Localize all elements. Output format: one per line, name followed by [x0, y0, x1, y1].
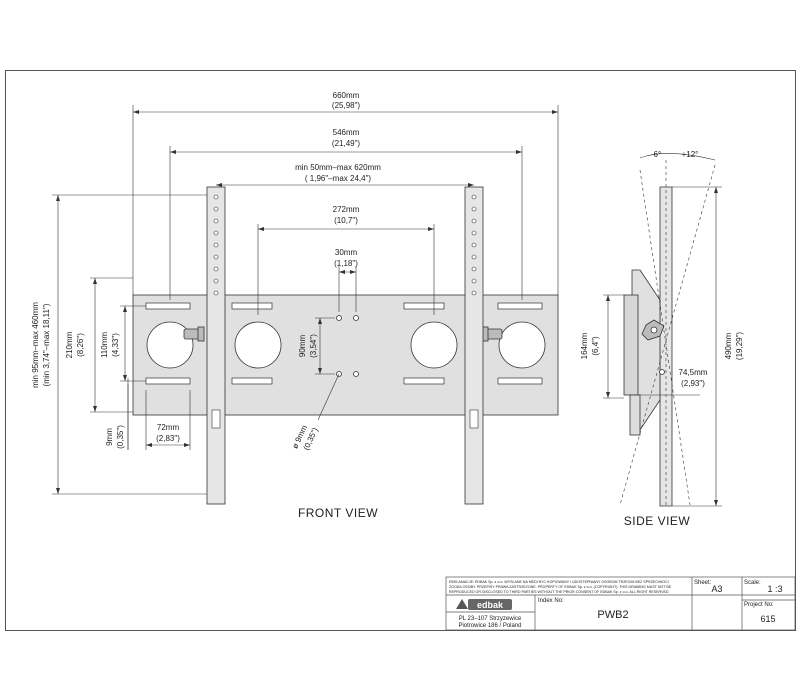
sheet-border [5, 70, 796, 631]
dim-height-in: (min 3,74"–max 18,11") [42, 303, 51, 386]
legal-line-1: REKLAMACJE: EDBAK Sp. z o.o. WYSLANE NA … [449, 580, 669, 584]
side-view [603, 153, 722, 507]
side-dimension-lines [603, 186, 722, 507]
right-vertical-arm [464, 186, 484, 505]
edbak-logo-mark [456, 599, 468, 609]
logo-text: edbak [477, 600, 504, 610]
dim-height: min 95mm–max 460mm [31, 302, 40, 388]
tilt-angle-guides [619, 160, 716, 506]
circular-cutouts [146, 321, 546, 369]
locking-knobs [183, 326, 503, 342]
front-dimension-ticks [56, 110, 558, 494]
project-label: Project No: [744, 602, 774, 608]
side-dimension-ticks [606, 187, 718, 506]
dim-72: 72mm [157, 423, 180, 432]
sheet-value: A3 [711, 584, 722, 594]
dim-210-in: (8,26") [76, 333, 85, 357]
sheet-label: Sheet: [694, 580, 712, 586]
angle-plus: +12° [682, 150, 699, 159]
dim-272-in: (10,7") [334, 216, 358, 225]
address-line-2: Piotrowice 186 / Poland [458, 623, 521, 629]
dim-30-in: (1,18") [334, 259, 358, 268]
scale-value: 1 :3 [767, 584, 782, 594]
dim-745: 74,5mm [679, 368, 708, 377]
dim-546: 546mm [333, 128, 360, 137]
title-block-text: REKLAMACJE: EDBAK Sp. z o.o. WYSLANE NA … [449, 580, 783, 629]
dim-90: 90mm [298, 335, 307, 358]
front-dimension-lines [52, 105, 559, 495]
front-view [52, 105, 559, 505]
dim-164-in: (6,4") [591, 336, 600, 356]
index-value: PWB2 [597, 609, 628, 621]
dim-9-in: (0,35") [116, 425, 125, 449]
rail-plate [132, 294, 559, 416]
edbak-logo: edbak [456, 599, 512, 610]
dim-30: 30mm [335, 248, 358, 257]
dim-72-in: (2,83") [156, 434, 180, 443]
dim-745-in: (2,93") [681, 379, 705, 388]
dim-660-in: (25,98") [332, 101, 361, 110]
dim-110: 110mm [100, 332, 109, 358]
side-view-labels: -6° +12° 164mm (6,4") 490mm (19,29") 74,… [580, 150, 744, 528]
dim-210: 210mm [65, 331, 74, 358]
arm-holes [211, 194, 479, 429]
address-line-1: PL 23–107 Strzyzewice [459, 616, 522, 622]
legal-line-3: REPRODUCED OR DISCLOSED TO THIRD PARTIES… [449, 590, 669, 594]
dim-90-in: (3,54") [309, 334, 318, 358]
left-vertical-arm [206, 186, 226, 505]
mounting-slots [145, 302, 543, 385]
dim-490: 490mm [724, 332, 733, 359]
side-bracket [623, 294, 639, 396]
side-view-title: SIDE VIEW [624, 514, 691, 528]
front-view-title: FRONT VIEW [298, 506, 378, 520]
dim-range-in: ( 1,96"–max 24,4") [305, 174, 371, 183]
dim-164: 164mm [580, 332, 589, 359]
index-label: Index No: [538, 598, 564, 604]
dim-110-in: (4,33") [111, 333, 120, 357]
scale-label: Scale: [744, 580, 761, 586]
dim-660: 660mm [333, 91, 360, 100]
dim-546-in: (21,49") [332, 139, 361, 148]
dim-9: 9mm [105, 428, 114, 446]
dim-490-in: (19,29") [735, 332, 744, 361]
angle-minus: -6° [651, 150, 661, 159]
front-view-labels: 660mm (25,98") 546mm (21,49") min 50mm–m… [31, 91, 381, 520]
legal-line-2: ZGODA OSOBY. PRZEPISY PRAWA ZASTRZEZONE.… [449, 585, 672, 589]
dim-272: 272mm [333, 205, 360, 214]
dim-range: min 50mm–max 620mm [295, 163, 381, 172]
title-block [445, 576, 796, 631]
project-value: 615 [760, 614, 775, 624]
